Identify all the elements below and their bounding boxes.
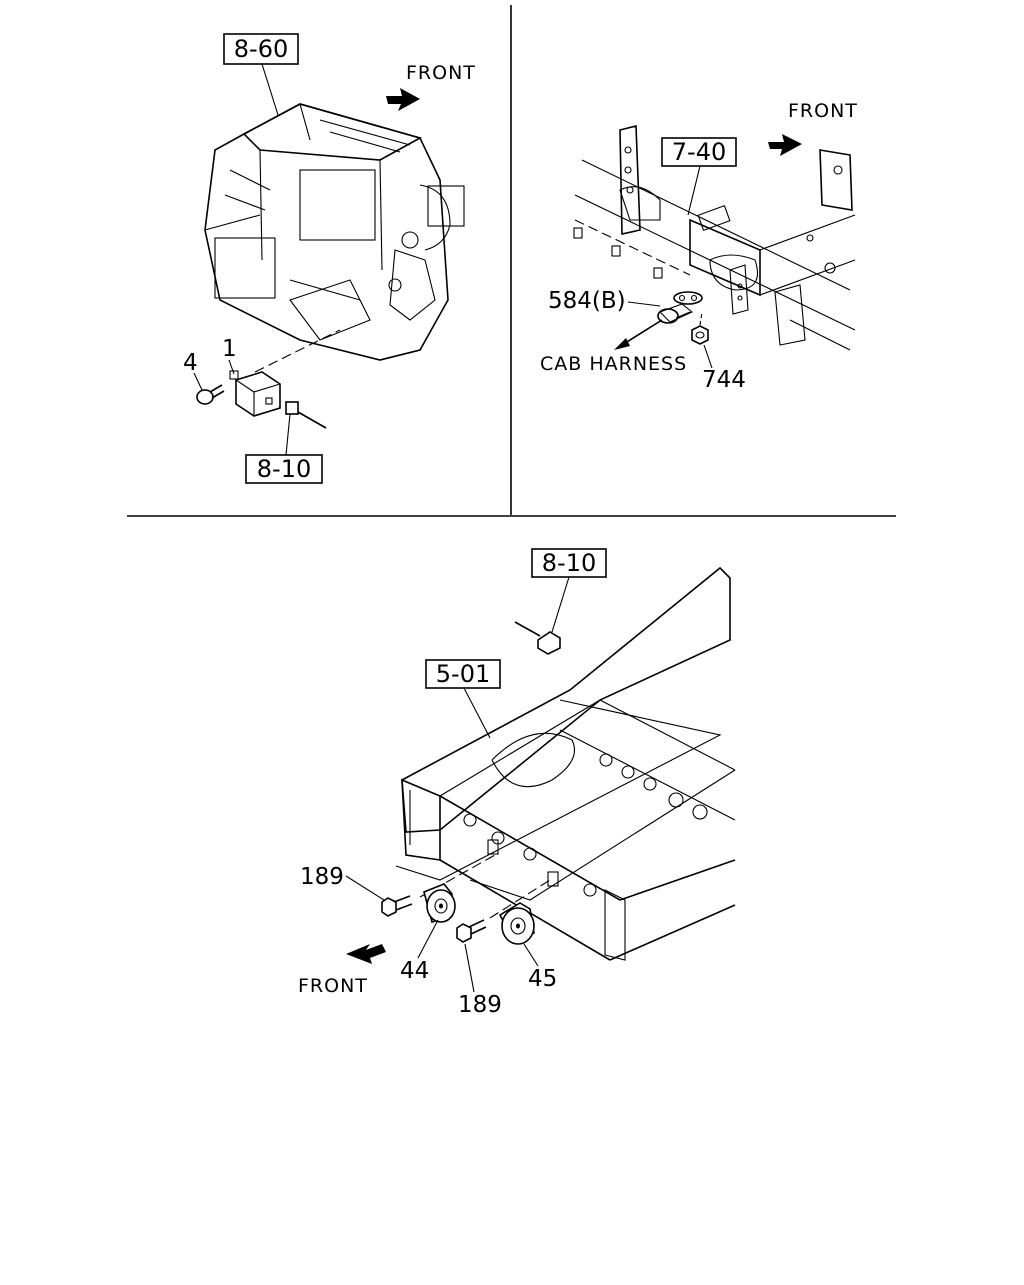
ref-box-7-40[interactable] [661, 137, 737, 167]
leader-5-01 [463, 687, 491, 739]
leader-part-584b [627, 301, 661, 307]
ref-box-8-10-bottom[interactable] [531, 548, 607, 578]
cab-harness-leader [621, 319, 663, 346]
callout-part-584b: 584(B) [548, 288, 626, 314]
chassis-frame-drawing [401, 566, 736, 961]
callout-bolt-189-a: 189 [300, 864, 344, 890]
callout-horn-45: 45 [528, 966, 557, 992]
cab-harness-label: CAB HARNESS [540, 353, 687, 375]
ref-label-8-60: 8-60 [234, 35, 288, 63]
front-label-top-left: FRONT [406, 62, 476, 84]
leader-part-744 [703, 344, 713, 369]
bolt-189-b[interactable] [456, 919, 487, 943]
ref-label-7-40: 7-40 [672, 138, 726, 166]
bolt-189-a[interactable] [381, 895, 413, 917]
cab-frame-drawing [573, 124, 856, 351]
install-plane-44 [395, 699, 722, 881]
install-plane-45 [469, 769, 736, 901]
front-arrow-icon [386, 88, 420, 111]
sensor-connector[interactable] [285, 401, 327, 429]
front-label-top-right: FRONT [788, 100, 858, 122]
leader-7-40 [687, 165, 701, 216]
cab-harness-arrow-icon [614, 338, 630, 350]
front-arrow-icon [768, 134, 802, 156]
nut-part-744[interactable] [691, 325, 709, 345]
callout-part-744: 744 [702, 367, 746, 393]
callout-bolt-189-b: 189 [458, 992, 502, 1018]
ref-box-8-10-top[interactable] [245, 454, 323, 484]
control-module-part-1[interactable] [229, 370, 281, 417]
ref-label-8-10-top: 8-10 [257, 455, 311, 483]
leader-part-1 [228, 359, 235, 375]
panel-bottom: 8-10 5-01 [298, 548, 736, 1018]
install-leader-45 [489, 879, 551, 919]
heater-unit-drawing [204, 103, 465, 361]
leader-part-4 [193, 372, 203, 391]
leader-horn-44 [417, 919, 439, 959]
front-label-bottom: FRONT [298, 975, 368, 997]
ref-box-8-60[interactable] [223, 33, 299, 65]
horn-part-45[interactable] [498, 902, 535, 945]
screw-part-4[interactable] [196, 384, 225, 405]
horn-connector[interactable] [514, 621, 561, 655]
callout-horn-44: 44 [400, 958, 429, 984]
leader-8-10-top [285, 413, 291, 456]
install-leader-part-1 [254, 329, 341, 373]
ref-label-8-10-bottom: 8-10 [542, 549, 596, 577]
panel-top-left: 8-60 FRONT [183, 33, 476, 484]
ref-label-5-01: 5-01 [436, 660, 490, 688]
leader-bolt-189-a [345, 875, 385, 901]
leader-horn-45 [523, 943, 539, 967]
leader-8-10-bottom [551, 576, 570, 633]
callout-part-1: 1 [222, 336, 237, 362]
grommet-part-584b[interactable] [657, 291, 703, 324]
ref-box-5-01[interactable] [425, 659, 501, 689]
front-arrow-icon [346, 944, 386, 964]
panel-top-right: FRONT 7-40 [540, 100, 858, 393]
install-leader-744 [699, 311, 703, 326]
callout-part-4: 4 [183, 350, 198, 376]
leader-bolt-189-b [464, 943, 475, 993]
horn-part-44[interactable] [423, 883, 456, 924]
leader-8-60 [261, 63, 279, 116]
